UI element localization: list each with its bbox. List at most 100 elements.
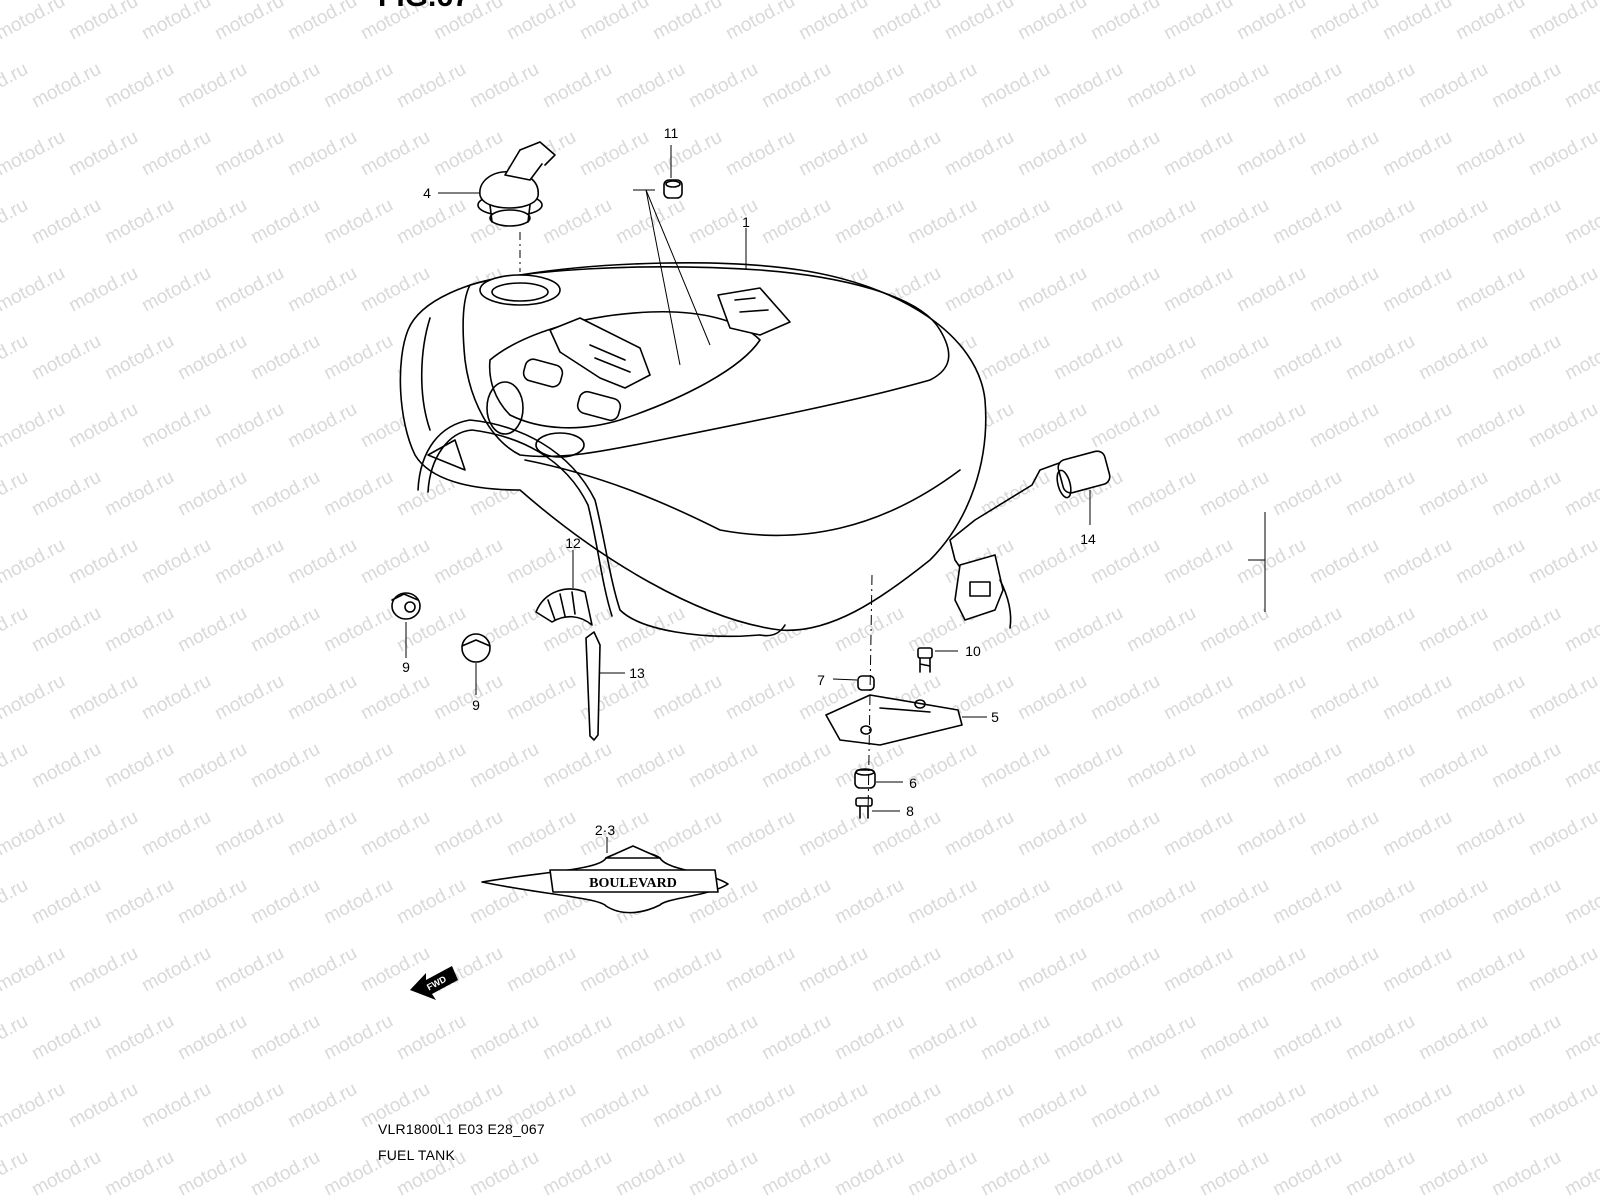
watermark-text: motod.ru [1306,1079,1382,1133]
watermark-text: motod.ru [1415,1011,1491,1065]
cushion-9-right-part[interactable] [461,633,491,663]
grommet-11-part[interactable] [663,179,683,199]
watermark-text: motod.ru [1123,1147,1199,1200]
watermark-text: motod.ru [1123,195,1199,249]
fuel-level-sensor-part[interactable] [949,449,1112,629]
watermark-text: motod.ru [1233,671,1309,725]
watermark-text: motod.ru [1123,59,1199,113]
watermark-text: motod.ru [649,0,725,44]
watermark-text: motod.ru [977,195,1053,249]
cable-tie-13-part[interactable] [585,631,601,741]
watermark-text: motod.ru [138,399,214,453]
watermark-text: motod.ru [393,1011,469,1065]
watermark-text: motod.ru [1306,671,1382,725]
watermark-text: motod.ru [1561,1147,1600,1200]
watermark-text: motod.ru [1379,943,1455,997]
watermark-text: motod.ru [0,535,69,589]
watermark-text: motod.ru [284,127,360,181]
watermark-text: motod.ru [357,535,433,589]
watermark-text: motod.ru [576,943,652,997]
watermark-text: motod.ru [1196,331,1272,385]
watermark-text: motod.ru [1196,467,1272,521]
watermark-text: motod.ru [466,59,542,113]
watermark-text: motod.ru [101,1147,177,1200]
cushion-9-left-part[interactable] [391,592,421,620]
watermark-text: motod.ru [1561,467,1600,521]
watermark-text: motod.ru [466,1147,542,1200]
watermark-text: motod.ru [65,0,141,44]
watermark-text: motod.ru [1014,671,1090,725]
watermark-text: motod.ru [1452,263,1528,317]
watermark-text: motod.ru [1014,1079,1090,1133]
watermark-text: motod.ru [1233,399,1309,453]
watermark-text: motod.ru [1525,263,1600,317]
watermark-text: motod.ru [685,739,761,793]
watermark-text: motod.ru [247,1147,323,1200]
watermark-text: motod.ru [612,59,688,113]
cushion-7-part[interactable] [854,768,876,789]
watermark-text: motod.ru [1233,263,1309,317]
watermark-text: motod.ru [1014,399,1090,453]
watermark-text: motod.ru [576,127,652,181]
watermark-text: motod.ru [1123,603,1199,657]
watermark-text: motod.ru [1196,195,1272,249]
watermark-text: motod.ru [138,807,214,861]
bolt-10-part[interactable] [917,647,933,673]
watermark-text: motod.ru [0,195,32,249]
watermark-text: motod.ru [320,195,396,249]
watermark-text: motod.ru [284,671,360,725]
watermark-text: motod.ru [393,195,469,249]
watermark-text: motod.ru [1196,1011,1272,1065]
watermark-text: motod.ru [722,1079,798,1133]
watermark-text: motod.ru [539,59,615,113]
watermark-text: motod.ru [941,1079,1017,1133]
watermark-text: motod.ru [1306,399,1382,453]
watermark-text: motod.ru [430,535,506,589]
watermark-text: motod.ru [1488,59,1564,113]
watermark-text: motod.ru [1525,127,1600,181]
fuel-cap-part[interactable] [477,141,556,227]
watermark-text: motod.ru [1014,535,1090,589]
bracket-plate-5-part[interactable] [825,694,963,746]
watermark-text: motod.ru [1488,1147,1564,1200]
watermark-text: motod.ru [1087,1079,1163,1133]
watermark-text: motod.ru [247,59,323,113]
reference-bracket [1248,512,1266,612]
watermark-text: motod.ru [101,1011,177,1065]
boulevard-emblem-part[interactable]: BOULEVARD [481,845,729,914]
callout-14: 14 [1080,531,1096,547]
watermark-text: motod.ru [503,807,579,861]
watermark-text: motod.ru [357,807,433,861]
fuel-tank-part[interactable] [399,262,987,638]
watermark-text: motod.ru [795,943,871,997]
watermark-text: motod.ru [0,331,32,385]
watermark-text: motod.ru [211,671,287,725]
watermark-text: motod.ru [576,0,652,44]
watermark-text: motod.ru [430,671,506,725]
cushion-strip-12-part[interactable] [535,588,593,626]
watermark-text: motod.ru [284,807,360,861]
watermark-text: motod.ru [28,875,104,929]
watermark-text: motod.ru [1233,1079,1309,1133]
watermark-text: motod.ru [503,943,579,997]
callout-labels: 4 11 1 12 9 9 13 7 10 5 6 8 14 2·3 [402,125,1096,838]
watermark-text: motod.ru [1306,943,1382,997]
watermark-text: motod.ru [174,1011,250,1065]
section-title: FUEL TANK [378,1147,456,1163]
watermark-text: motod.ru [138,127,214,181]
watermark-text: motod.ru [1306,535,1382,589]
watermark-text: motod.ru [1342,59,1418,113]
watermark-text: motod.ru [101,467,177,521]
watermark-text: motod.ru [65,671,141,725]
bushing-6-part[interactable] [857,675,875,691]
watermark-text: motod.ru [503,671,579,725]
watermark-text: motod.ru [1379,0,1455,44]
callout-7: 6 [909,775,917,791]
watermark-text: motod.ru [284,399,360,453]
watermark-text: motod.ru [1379,399,1455,453]
watermark-text: motod.ru [211,807,287,861]
watermark-text: motod.ru [685,195,761,249]
watermark-text: motod.ru [1196,603,1272,657]
mount-centerline [867,574,873,816]
watermark-text: motod.ru [1415,739,1491,793]
